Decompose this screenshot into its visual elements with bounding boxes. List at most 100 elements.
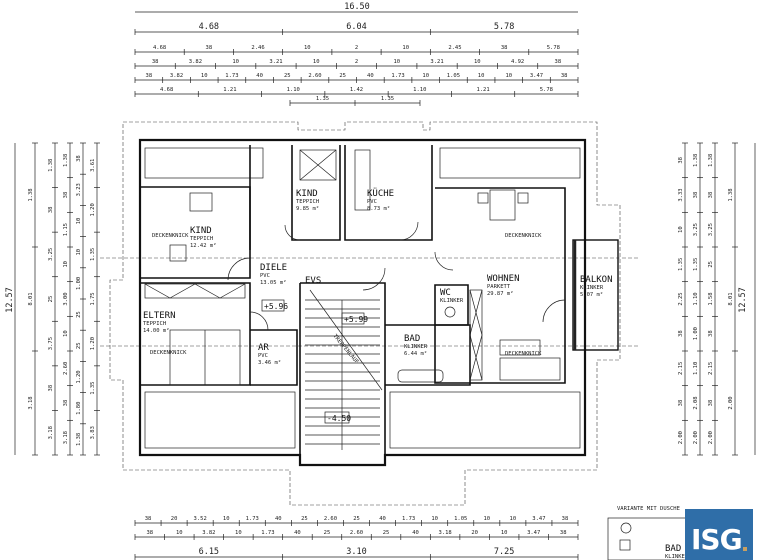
dimension-label: 1.38 — [728, 188, 734, 201]
dimension-label: 38 — [63, 192, 69, 199]
evs-label: EVS — [305, 276, 321, 286]
dimension-label: 38 — [678, 400, 684, 407]
dimension-label: 40 — [412, 530, 419, 536]
sofa-icon — [499, 357, 561, 381]
dimension-label: 38 — [76, 155, 82, 162]
dimension-label: 10 — [510, 516, 517, 522]
level-landing: +5.99 — [344, 315, 368, 324]
dimension-label: 2.00 — [678, 431, 684, 444]
storage-band — [144, 391, 296, 449]
level-stair: -4.50 — [327, 414, 351, 423]
dimension-label: 3.47 — [532, 516, 545, 522]
variant-title: VARIANTE MIT DUSCHE — [617, 506, 680, 512]
dimension-label: 4.92 — [511, 59, 524, 65]
dimension-label: 40 — [275, 516, 282, 522]
dimension-label: 8.01 — [728, 292, 734, 305]
room-name: KÜCHE — [367, 188, 394, 199]
dimension-label: 25 — [383, 530, 390, 536]
dimension-label: 40 — [367, 73, 374, 79]
room-area: 9.85 m² — [296, 205, 319, 212]
dimension-label: 1.20 — [90, 337, 96, 350]
dimension-label: 3.21 — [430, 59, 443, 65]
wardrobe-icon — [144, 283, 246, 299]
dimension-label: 25 — [353, 516, 360, 522]
wardrobe-icon — [299, 149, 337, 181]
room-floor: PARKETT — [487, 284, 511, 290]
dimension-label: 1.73 — [246, 516, 259, 522]
cabinet-icon — [469, 289, 483, 381]
level-box — [324, 411, 350, 424]
ceiling-break-note: DECKENKNICK — [150, 350, 187, 356]
level-diele: +5.96 — [264, 302, 288, 311]
dimension-label: 1.38 — [76, 433, 82, 446]
dimension-label: 25 — [301, 516, 308, 522]
dimension-label: 3.18 — [48, 426, 54, 439]
dimension-label: 1.05 — [447, 73, 460, 79]
dimension-label: 10 — [678, 226, 684, 233]
dimension-label: 1.20 — [90, 203, 96, 216]
dimension-label: 5.78 — [494, 22, 514, 32]
dimension-label: 10 — [505, 73, 512, 79]
dimension-label: 38 — [708, 330, 714, 337]
dimension-label: 38 — [146, 530, 153, 536]
room-area: 13.05 m² — [260, 279, 287, 286]
room-floor: TEPPICH — [296, 199, 319, 205]
dimension-label: 10 — [76, 218, 82, 225]
dimension-label: 20 — [471, 530, 478, 536]
dimension-label: 1.35 — [678, 258, 684, 271]
level-box — [341, 312, 365, 325]
table-icon — [169, 244, 187, 262]
dimension-label: 3.82 — [202, 530, 215, 536]
dimension-label: 1.00 — [693, 327, 699, 340]
dimension-label: 25 — [708, 261, 714, 268]
toilet-icon — [444, 306, 456, 318]
dimension-label: 1.35 — [693, 258, 699, 271]
dimension-label: 2.00 — [693, 431, 699, 444]
dimension-label: 1.38 — [48, 159, 54, 172]
isg-logo: ISG — [685, 509, 753, 560]
room-name: BAD — [404, 334, 420, 344]
room-floor: KLINKER — [404, 344, 428, 350]
bed-icon — [189, 192, 213, 212]
dimension-label: 38 — [561, 73, 568, 79]
dimension-label: 40 — [256, 73, 263, 79]
dimension-label: 10 — [304, 45, 311, 51]
dimension-label: 38 — [146, 73, 153, 79]
dimension-label: 10 — [201, 73, 208, 79]
dimension-label: 10 — [478, 73, 485, 79]
dimension-label: 3.82 — [170, 73, 183, 79]
dimension-label: 3.33 — [678, 188, 684, 201]
dimension-label: 10 — [76, 249, 82, 256]
dimension-label: 38 — [145, 516, 152, 522]
room-name: AR — [258, 343, 269, 353]
dimension-label: 38 — [206, 45, 213, 51]
dimension-label: 10 — [223, 516, 230, 522]
dimension-label: 10 — [431, 516, 438, 522]
dimension-label: 1.10 — [693, 362, 699, 375]
dimension-label: 20 — [171, 516, 178, 522]
dimension-label: 3.18 — [28, 396, 34, 409]
room-name: DIELE — [260, 263, 287, 273]
dimension-label: 1.73 — [261, 530, 274, 536]
bathtub-icon — [397, 369, 444, 383]
dimension-label: 1.38 — [693, 154, 699, 167]
dimension-label: 7.25 — [494, 547, 514, 557]
stair-direction-arrow — [309, 289, 383, 391]
room-floor: TEPPICH — [190, 236, 213, 242]
dimension-label: 1.21 — [476, 87, 489, 93]
dimension-label: 2.15 — [678, 362, 684, 375]
dimension-label: 3.21 — [269, 59, 282, 65]
dimension-label: 3.47 — [527, 530, 540, 536]
room-floor: KLINKER — [580, 285, 604, 291]
dimension-label: 1.73 — [225, 73, 238, 79]
storage-band — [389, 391, 581, 449]
dimension-label: 5.78 — [540, 87, 553, 93]
dimension-label: 1.38 — [28, 188, 34, 201]
room-floor: TEPPICH — [143, 321, 166, 327]
dimension-label: 40 — [379, 516, 386, 522]
dimension-label: 2.60 — [324, 516, 337, 522]
room-area: 3.46 m² — [258, 359, 281, 366]
dimension-label: 10 — [393, 59, 400, 65]
